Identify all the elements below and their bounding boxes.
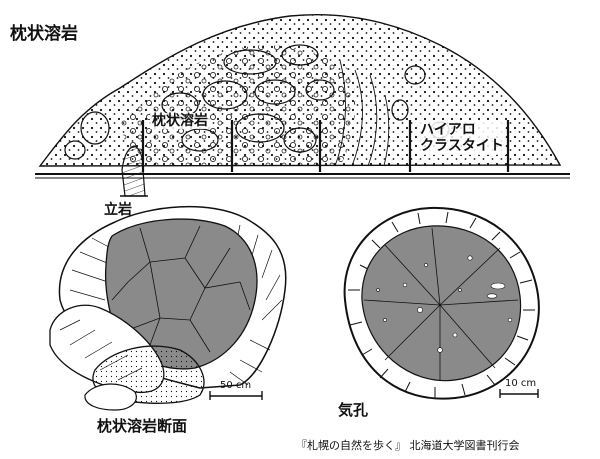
pillow-section-drawing (49, 205, 287, 411)
scale-right: 10 cm (505, 378, 537, 389)
hyaloclastite-label-line2: クラスタイト (420, 138, 504, 155)
pillow-section-label: 枕状溶岩断面 (97, 417, 188, 435)
page-title: 枕状溶岩 (10, 24, 78, 44)
standing-rock-drawing (120, 145, 148, 197)
vesicle-label: 気孔 (338, 401, 369, 419)
pillow-lava-label: 枕状溶岩 (150, 113, 210, 129)
hyaloclastite-label-line1: ハイアロ (420, 122, 476, 138)
scale-left: 50 cm (220, 380, 252, 391)
standing-rock-label: 立岩 (104, 202, 132, 218)
credit-text: 『札幌の自然を歩く』 北海道大学図書刊行会 (296, 439, 520, 452)
hyaloclastite-label: ハイアロ クラスタイト (418, 121, 506, 156)
vesicle-section-drawing (343, 206, 540, 400)
